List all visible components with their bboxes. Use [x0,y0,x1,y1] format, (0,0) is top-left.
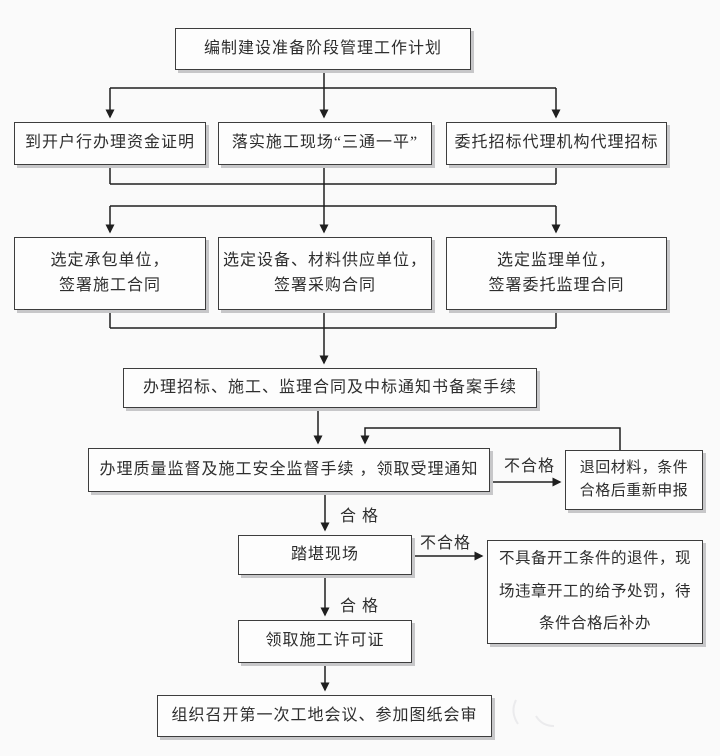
label-unqualified-1: 不合格 [504,458,556,475]
node-tender-agent: 委托招标代理机构代理招标 [446,122,667,165]
node-reject-penalty-line1: 不具备开工条件的退件，现 [498,550,691,568]
node-first-meeting: 组织召开第一次工地会议、参加图纸会审 [157,695,492,737]
node-site-ready: 落实施工现场“三通一平” [218,122,432,165]
node-plan-text: 编制建设准备阶段管理工作计划 [203,39,442,57]
watermark [512,699,555,727]
label-qualified-1: 合 格 [340,508,380,525]
node-supplier-line2: 签署采购合同 [273,276,376,294]
node-reject-penalty-line3: 条件合格后补办 [538,615,651,633]
node-contractor-line1: 选定承包单位， [50,251,170,269]
node-fund-proof-text: 到开户行办理资金证明 [24,134,195,152]
node-permit: 领取施工许可证 [238,620,412,663]
node-contractor-line2: 签署施工合同 [58,276,161,294]
node-first-meeting-text: 组织召开第一次工地会议、参加图纸会审 [171,706,478,724]
node-permit-text: 领取施工许可证 [265,632,385,650]
node-site-visit-text: 踏堪现场 [290,545,359,563]
node-quality-supervision: 办理质量监督及施工安全监督手续 ，领取受理通知 [88,448,490,492]
node-return-materials-line2: 合格后重新申报 [579,483,689,499]
node-reject-penalty: 不具备开工条件的退件，现 场违章开工的给予处罚，待 条件合格后补办 [487,540,703,644]
node-return-materials: 退回材料，条件 合格后重新申报 [565,450,703,510]
node-site-ready-text: 落实施工现场“三通一平” [231,134,419,152]
node-reject-penalty-line2: 场违章开工的给予处罚，待 [498,582,691,600]
node-plan: 编制建设准备阶段管理工作计划 [175,28,471,70]
node-contractor: 选定承包单位， 签署施工合同 [14,237,206,310]
node-site-visit: 踏堪现场 [238,535,412,575]
node-fund-proof: 到开户行办理资金证明 [14,122,206,165]
label-unqualified-2: 不合格 [420,535,472,552]
node-tender-agent-text: 委托招标代理机构代理招标 [454,134,659,152]
node-supervisor: 选定监理单位， 签署委托监理合同 [446,237,667,310]
node-supplier: 选定设备、材料供应单位， 签署采购合同 [218,237,432,310]
label-qualified-2: 合 格 [340,598,380,615]
node-supplier-line1: 选定设备、材料供应单位， [222,251,427,269]
node-quality-supervision-text: 办理质量监督及施工安全监督手续 ，领取受理通知 [99,460,479,478]
node-filing: 办理招标、施工、监理合同及中标通知书备案手续 [123,368,537,408]
node-return-materials-line1: 退回材料，条件 [579,459,689,476]
node-supervisor-line2: 签署委托监理合同 [488,276,625,294]
node-supervisor-line1: 选定监理单位， [496,251,616,269]
node-filing-text: 办理招标、施工、监理合同及中标通知书备案手续 [142,378,517,396]
edge-feedback-return [360,427,621,450]
